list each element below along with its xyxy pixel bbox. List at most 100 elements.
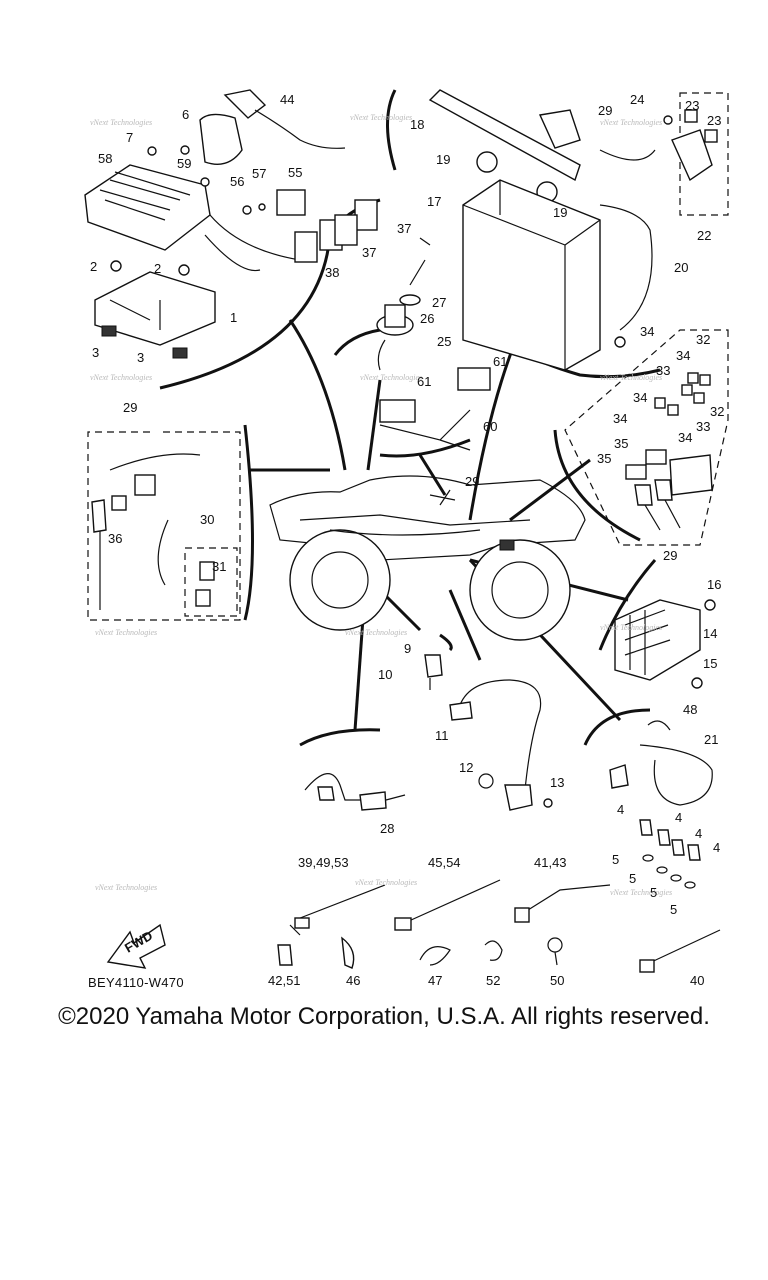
part-number: 32 bbox=[696, 332, 710, 347]
part-number: 19 bbox=[553, 205, 567, 220]
part-number: 2 bbox=[90, 259, 97, 274]
ecu-group bbox=[84, 89, 378, 359]
part-number: 30 bbox=[200, 512, 214, 527]
part-number: 35 bbox=[614, 436, 628, 451]
part-number: 48 bbox=[683, 702, 697, 717]
sensor-group bbox=[424, 654, 553, 811]
part-number: 47 bbox=[428, 973, 442, 988]
part-number: 37 bbox=[397, 221, 411, 236]
part-number: 27 bbox=[432, 295, 446, 310]
harness-group bbox=[609, 720, 713, 889]
part-number: 34 bbox=[613, 411, 627, 426]
part-number: 52 bbox=[486, 973, 500, 988]
part-number: 38 bbox=[325, 265, 339, 280]
watermark: vNext Technologies bbox=[95, 628, 157, 637]
part-number: 36 bbox=[108, 531, 122, 546]
part-number: 34 bbox=[678, 430, 692, 445]
part-number: 21 bbox=[704, 732, 718, 747]
part-number: 40 bbox=[690, 973, 704, 988]
part-number: 22 bbox=[697, 228, 711, 243]
key-switch-group bbox=[376, 237, 491, 451]
part-number: 5 bbox=[629, 871, 636, 886]
part-number: 44 bbox=[280, 92, 294, 107]
part-number: 46 bbox=[346, 973, 360, 988]
part-number: 18 bbox=[410, 117, 424, 132]
atv-silhouette bbox=[269, 475, 586, 641]
part-number: 41,43 bbox=[534, 855, 567, 870]
part-number: 4 bbox=[713, 840, 720, 855]
battery-group bbox=[428, 89, 718, 371]
watermark: vNext Technologies bbox=[95, 883, 157, 892]
part-number: 16 bbox=[707, 577, 721, 592]
part-number: 42,51 bbox=[268, 973, 301, 988]
part-number: 34 bbox=[676, 348, 690, 363]
part-number: 5 bbox=[650, 885, 657, 900]
part-number: 58 bbox=[98, 151, 112, 166]
watermark: vNext Technologies bbox=[90, 373, 152, 382]
part-number: 11 bbox=[435, 728, 449, 743]
part-number: 13 bbox=[550, 775, 564, 790]
parts-diagram: FWD vNext Technologies vNext Technologie… bbox=[84, 89, 729, 988]
watermark: vNext Technologies bbox=[345, 628, 407, 637]
watermark: vNext Technologies bbox=[355, 878, 417, 887]
part-number: 20 bbox=[674, 260, 688, 275]
part-number: 33 bbox=[656, 363, 670, 378]
dashed-box-29-left bbox=[87, 431, 241, 621]
part-number: 10 bbox=[378, 667, 392, 682]
dashed-box-fuses bbox=[564, 329, 729, 546]
part-number: 50 bbox=[550, 973, 564, 988]
part-number: 34 bbox=[640, 324, 654, 339]
watermark: vNext Technologies bbox=[610, 888, 672, 897]
part-number: 26 bbox=[420, 311, 434, 326]
part-number: 3 bbox=[137, 350, 144, 365]
watermark: vNext Technologies bbox=[360, 373, 422, 382]
fwd-arrow-icon: FWD bbox=[106, 923, 166, 969]
watermark: vNext Technologies bbox=[600, 118, 662, 127]
clamps-group bbox=[277, 879, 721, 973]
watermarks: vNext Technologies vNext Technologies vN… bbox=[90, 113, 672, 897]
regulator-group bbox=[614, 599, 716, 689]
watermark: vNext Technologies bbox=[600, 623, 662, 632]
part-number: 17 bbox=[427, 194, 441, 209]
part-number: 6 bbox=[182, 107, 189, 122]
part-number: 24 bbox=[630, 92, 644, 107]
part-number: 7 bbox=[126, 130, 133, 145]
part-number: 55 bbox=[288, 165, 302, 180]
part-numbers: 44 6 7 59 58 56 57 55 37 37 38 2 2 1 3 3… bbox=[90, 92, 724, 988]
part-number: 3 bbox=[92, 345, 99, 360]
part-number: 29 bbox=[123, 400, 137, 415]
copyright-notice: ©2020 Yamaha Motor Corporation, U.S.A. A… bbox=[58, 1003, 710, 1030]
watermark: vNext Technologies bbox=[600, 373, 662, 382]
part-number: 14 bbox=[703, 626, 717, 641]
speed-sensor-group bbox=[304, 773, 406, 811]
part-number: 29 bbox=[465, 474, 479, 489]
part-number: 25 bbox=[437, 334, 451, 349]
part-number: 61 bbox=[417, 374, 431, 389]
part-number: 23 bbox=[685, 98, 699, 113]
left-detail-group bbox=[91, 453, 215, 610]
part-number: 60 bbox=[483, 419, 497, 434]
part-number: 34 bbox=[633, 390, 647, 405]
part-number: 45,54 bbox=[428, 855, 461, 870]
watermark: vNext Technologies bbox=[90, 118, 152, 127]
part-number: 57 bbox=[252, 166, 266, 181]
part-number: 4 bbox=[617, 802, 624, 817]
part-number: 4 bbox=[695, 826, 702, 841]
part-number: 29 bbox=[663, 548, 677, 563]
part-number: 9 bbox=[404, 641, 411, 656]
fuse-group bbox=[625, 372, 713, 531]
part-number: 39,49,53 bbox=[298, 855, 349, 870]
part-number: 32 bbox=[710, 404, 724, 419]
part-number: 31 bbox=[212, 559, 226, 574]
part-number: 28 bbox=[380, 821, 394, 836]
part-number: 19 bbox=[436, 152, 450, 167]
part-number: 12 bbox=[459, 760, 473, 775]
diagram-code: BEY4110-W470 bbox=[88, 975, 184, 990]
watermark: vNext Technologies bbox=[350, 113, 412, 122]
part-number: 5 bbox=[612, 852, 619, 867]
part-number: 2 bbox=[154, 261, 161, 276]
part-number: 23 bbox=[707, 113, 721, 128]
part-number: 15 bbox=[703, 656, 717, 671]
part-number: 61 bbox=[493, 354, 507, 369]
part-number: 5 bbox=[670, 902, 677, 917]
